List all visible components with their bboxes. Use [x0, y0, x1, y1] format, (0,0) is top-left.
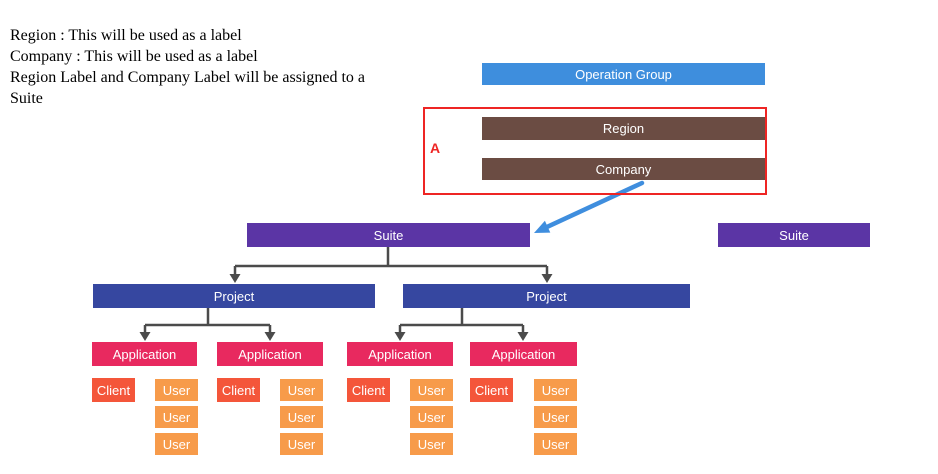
client-node: Client: [217, 378, 260, 402]
client-node: Client: [470, 378, 513, 402]
user-node: User: [410, 379, 453, 401]
note-line: Region : This will be used as a label: [10, 27, 242, 44]
notes-text: Region : This will be used as a label Co…: [10, 25, 428, 109]
client-node: Client: [347, 378, 390, 402]
application-node: Application: [470, 342, 577, 366]
user-node: User: [534, 433, 577, 455]
user-node: User: [534, 379, 577, 401]
suite-node-secondary: Suite: [718, 223, 870, 247]
application-node: Application: [347, 342, 453, 366]
user-node: User: [410, 433, 453, 455]
user-node: User: [534, 406, 577, 428]
user-node: User: [155, 406, 198, 428]
project-node-left: Project: [93, 284, 375, 308]
user-node: User: [155, 379, 198, 401]
company-node: Company: [482, 158, 765, 180]
note-line: Region Label and Company Label will be a…: [10, 69, 366, 86]
user-node: User: [280, 379, 323, 401]
user-node: User: [280, 433, 323, 455]
annotation-a-label: A: [430, 140, 441, 156]
project-node-right: Project: [403, 284, 690, 308]
operation-group-node: Operation Group: [482, 63, 765, 85]
note-line: Company : This will be used as a label: [10, 48, 258, 65]
user-node: User: [155, 433, 198, 455]
application-node: Application: [92, 342, 197, 366]
region-node: Region: [482, 117, 765, 140]
label-group-frame: [423, 107, 767, 195]
client-node: Client: [92, 378, 135, 402]
user-node: User: [280, 406, 323, 428]
user-node: User: [410, 406, 453, 428]
application-node: Application: [217, 342, 323, 366]
suite-node-main: Suite: [247, 223, 530, 247]
note-line: Suite: [10, 90, 43, 107]
